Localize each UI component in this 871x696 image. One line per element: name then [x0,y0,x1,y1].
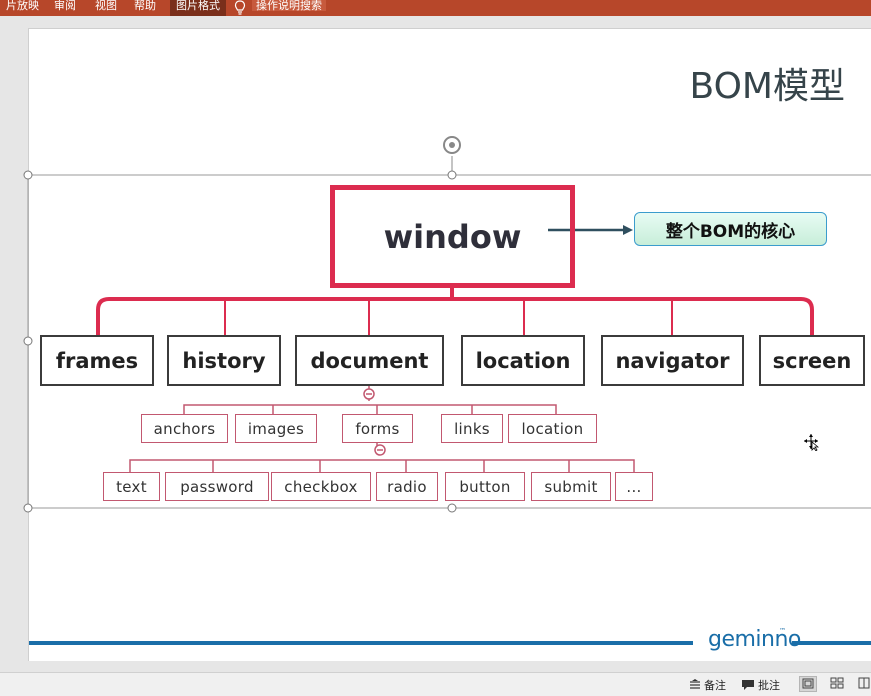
node-submit: submit [531,472,611,501]
node-password: password [165,472,269,501]
comment-icon [742,680,754,690]
tell-me-search[interactable]: 操作说明搜索 [232,0,326,16]
window-node: window [330,185,575,288]
move-cursor-icon [804,434,819,451]
node-images: images [235,414,317,443]
callout-label: 整个BOM的核心 [634,212,827,246]
tab-slideshow[interactable]: 片放映 [6,0,39,12]
resize-handle-top-left [23,170,33,180]
comments-label: 批注 [758,679,780,692]
node-links: links [441,414,503,443]
node-text: text [103,472,160,501]
node-location-sub: location [508,414,597,443]
notes-button[interactable]: 备注 [689,677,726,693]
resize-handle-top [447,170,457,180]
node-screen: screen [759,335,865,386]
node-checkbox: checkbox [271,472,371,501]
node-navigator: navigator [601,335,744,386]
diagram-connectors [23,136,871,645]
node-frames: frames [40,335,154,386]
node-button: button [445,472,525,501]
rotate-handle-icon[interactable] [443,136,461,154]
notes-label: 备注 [704,679,726,692]
reading-view-icon [858,677,870,689]
node-history: history [167,335,281,386]
slide-editing-area: BOM模型 [0,16,871,672]
tell-me-label: 操作说明搜索 [252,0,326,11]
slide-title[interactable]: BOM模型 [689,66,845,107]
resize-handle-bottom [447,503,457,513]
tab-help[interactable]: 帮助 [134,0,156,12]
normal-view-icon [802,678,814,689]
tab-picture-format[interactable]: 图片格式 [170,0,226,16]
status-bar: 备注 批注 [0,672,871,696]
trademark-mark: ™ [779,627,786,635]
notes-icon [690,679,700,689]
resize-handle-bottom-left [23,503,33,513]
node-anchors: anchors [141,414,228,443]
reading-view-button[interactable] [857,676,871,692]
resize-handle-left [23,336,33,346]
ribbon-tab-bar: 片放映 审阅 视图 帮助 图片格式 操作说明搜索 [0,0,871,16]
node-ellipsis: ... [615,472,653,501]
tab-view[interactable]: 视图 [95,0,117,12]
node-location: location [461,335,585,386]
comments-button[interactable]: 批注 [741,677,780,693]
node-document: document [295,335,444,386]
normal-view-button[interactable] [799,676,817,692]
lightbulb-icon [234,0,246,15]
slide-sorter-button[interactable] [829,676,847,692]
node-radio: radio [376,472,438,501]
geminno-logo: geminno [708,627,801,652]
node-forms: forms [342,414,413,443]
slide-canvas[interactable]: BOM模型 [23,28,871,661]
slide-sorter-icon [830,677,844,689]
tab-review[interactable]: 审阅 [54,0,76,12]
